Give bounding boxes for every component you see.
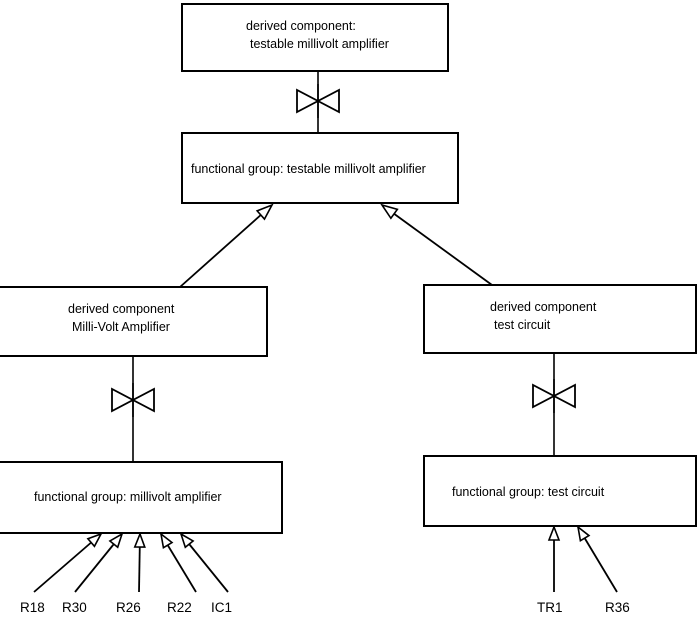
leaf-label-r36: R36 — [605, 600, 630, 615]
box-label-line1: derived component: — [246, 19, 356, 33]
arrow-head-icon — [179, 532, 195, 549]
arrow-head-icon — [133, 531, 146, 548]
box-label-line2: testable millivolt amplifier — [250, 37, 389, 51]
box-border[interactable] — [181, 132, 459, 204]
realization-links-layer — [111, 71, 576, 462]
arrow-test-circuit-to-testable-group — [380, 203, 493, 286]
box-label-line1: functional group: test circuit — [452, 485, 605, 499]
arrow-milli-volt-amplifier-to-testable-group — [179, 203, 274, 288]
leaf-label-r30: R30 — [62, 600, 87, 615]
boxes-layer: derived component: testable millivolt amp… — [0, 3, 697, 534]
box-derived-component-test-circuit[interactable]: derived component test circuit — [423, 284, 697, 354]
arrow-head-icon — [255, 203, 274, 221]
arrow-shaft — [179, 204, 273, 288]
arrow-head-icon — [108, 532, 124, 549]
arrow-head-icon — [380, 203, 399, 220]
box-border[interactable] — [0, 461, 283, 534]
box-functional-group-testable-millivolt-amplifier[interactable]: functional group: testable millivolt amp… — [181, 132, 459, 204]
box-label-line1: functional group: millivolt amplifier — [34, 490, 222, 504]
leaf-label-r22: R22 — [167, 600, 192, 615]
arrow-r22 — [159, 532, 197, 593]
bowtie-left-triangle-icon — [111, 387, 135, 413]
bowtie-right-triangle-icon — [131, 387, 155, 413]
leaf-label-tr1: TR1 — [537, 600, 563, 615]
box-derived-component-testable-millivolt-amplifier[interactable]: derived component: testable millivolt amp… — [181, 3, 449, 72]
box-border[interactable] — [423, 284, 697, 354]
box-border[interactable] — [0, 286, 268, 357]
leaf-label-ic1: IC1 — [211, 600, 232, 615]
leaf-arrows-layer — [33, 524, 618, 593]
arrow-r36 — [576, 525, 618, 593]
arrow-ic1 — [179, 532, 229, 593]
bowtie-left-triangle-icon — [532, 383, 556, 409]
leaf-label-r26: R26 — [116, 600, 141, 615]
arrow-shaft — [33, 533, 102, 593]
box-label-line1: derived component — [490, 300, 597, 314]
bowtie-right-triangle-icon — [316, 88, 340, 114]
box-functional-group-test-circuit[interactable]: functional group: test circuit — [423, 455, 697, 527]
realization-link-test-circuit — [532, 353, 576, 456]
arrow-r26 — [133, 531, 146, 593]
arrow-r18 — [33, 532, 103, 593]
box-label-line2: Milli-Volt Amplifier — [72, 320, 170, 334]
box-label-line1: derived component — [68, 302, 175, 316]
box-label-line1: functional group: testable millivolt amp… — [191, 162, 426, 176]
arrow-shaft — [381, 204, 493, 286]
box-label-line2: test circuit — [494, 318, 551, 332]
arrow-r30 — [74, 532, 124, 593]
leaf-labels-layer: R18 R30 R26 R22 IC1 TR1 R36 — [20, 600, 630, 615]
arrow-head-icon — [547, 524, 561, 541]
arrow-head-icon — [86, 532, 103, 548]
arrow-tr1 — [547, 524, 561, 592]
arrow-head-icon — [576, 525, 591, 543]
aggregation-arrows-layer — [179, 203, 493, 288]
bowtie-right-triangle-icon — [552, 383, 576, 409]
box-border[interactable] — [181, 3, 449, 72]
arrow-head-icon — [159, 532, 174, 550]
box-functional-group-millivolt-amplifier[interactable]: functional group: millivolt amplifier — [0, 461, 283, 534]
bowtie-left-triangle-icon — [296, 88, 320, 114]
realization-link-testable-millivolt-amplifier — [296, 71, 340, 133]
leaf-label-r18: R18 — [20, 600, 45, 615]
realization-link-milli-volt-amplifier — [111, 356, 155, 462]
box-border[interactable] — [423, 455, 697, 527]
